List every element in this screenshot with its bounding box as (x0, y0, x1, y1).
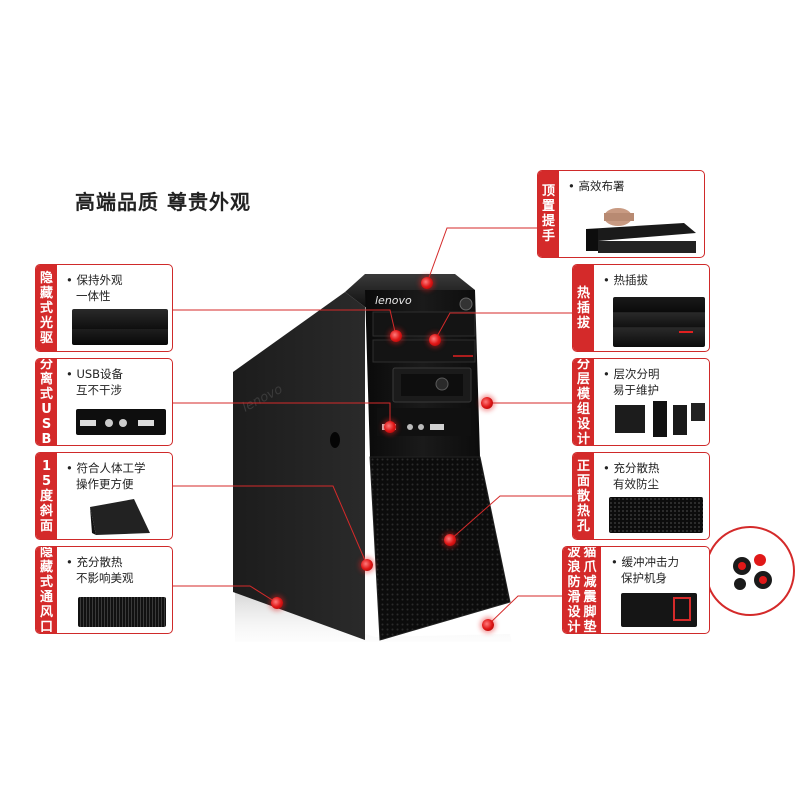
hotspot-dot[interactable] (384, 421, 396, 433)
feature-tab: 顶置提手 (538, 171, 559, 257)
hotspot-dot[interactable] (421, 277, 433, 289)
front-vent-thumbnail (609, 497, 703, 533)
feature-card-hidden-vent: 隐藏式通风口 • 充分散热 不影响美观 (35, 546, 173, 634)
feature-description: • 热插拔 (603, 273, 648, 287)
feature-tab: 分层模组设计 (573, 359, 594, 445)
feature-card-hidden-drive: 隐藏式光驱 • 保持外观 一体性 (35, 264, 173, 352)
feature-card-modular: 分层模组设计 • 层次分明 易于维护 (572, 358, 710, 446)
feature-description: • 高效布署 (568, 179, 625, 193)
usb-ports-thumbnail (76, 409, 166, 435)
feature-tab: 分离式USB (36, 359, 57, 445)
feature-tab: 隐藏式光驱 (36, 265, 57, 351)
feature-description: • 充分散热 不影响美观 (66, 555, 134, 585)
vent-thumbnail (78, 597, 166, 627)
feature-tab: 热插拔 (573, 265, 594, 351)
hotspot-dot[interactable] (390, 330, 402, 342)
feature-tab: 15度斜面 (36, 453, 57, 539)
feature-card-tilt: 15度斜面 • 符合人体工学 操作更方便 (35, 452, 173, 540)
hotspot-dot[interactable] (361, 559, 373, 571)
hotspot-dot[interactable] (271, 597, 283, 609)
hotspot-dot[interactable] (429, 334, 441, 346)
hot-swap-thumbnail (613, 297, 705, 347)
page-headline: 高端品质 尊贵外观 (75, 190, 251, 214)
feature-card-hot-swap: 热插拔 • 热插拔 (572, 264, 710, 352)
feature-tab: 正面散热孔 (573, 453, 594, 539)
hotspot-dot[interactable] (481, 397, 493, 409)
feature-card-split-usb: 分离式USB • USB设备 互不干涉 (35, 358, 173, 446)
feature-description: • 层次分明 易于维护 (603, 367, 660, 397)
feature-card-feet: 波浪防滑设计 猫爪减震脚垫 • 缓冲冲击力 保护机身 (562, 546, 710, 634)
svg-text:lenovo: lenovo (375, 294, 412, 307)
hotspot-dot[interactable] (482, 619, 494, 631)
desktop-tower-image: lenovo lenovo (233, 274, 512, 642)
feature-card-front-vent: 正面散热孔 • 充分散热 有效防尘 (572, 452, 710, 540)
feature-description: • 缓冲冲击力 保护机身 (611, 555, 679, 585)
feature-description: • USB设备 互不干涉 (66, 367, 124, 397)
feature-description: • 充分散热 有效防尘 (603, 461, 660, 491)
feet-thumbnail (621, 593, 697, 627)
tilt-thumbnail (90, 499, 150, 535)
modular-thumbnail (615, 401, 705, 437)
hotspot-dot[interactable] (444, 534, 456, 546)
feature-tab: 隐藏式通风口 (36, 547, 57, 633)
feature-description: • 符合人体工学 操作更方便 (66, 461, 146, 491)
feature-tab: 波浪防滑设计 猫爪减震脚垫 (563, 547, 601, 633)
feature-description: • 保持外观 一体性 (66, 273, 123, 303)
hidden-drive-thumbnail (72, 309, 168, 345)
top-handle-thumbnail (586, 208, 696, 253)
feature-card-top-handle: 顶置提手 • 高效布署 (537, 170, 705, 258)
